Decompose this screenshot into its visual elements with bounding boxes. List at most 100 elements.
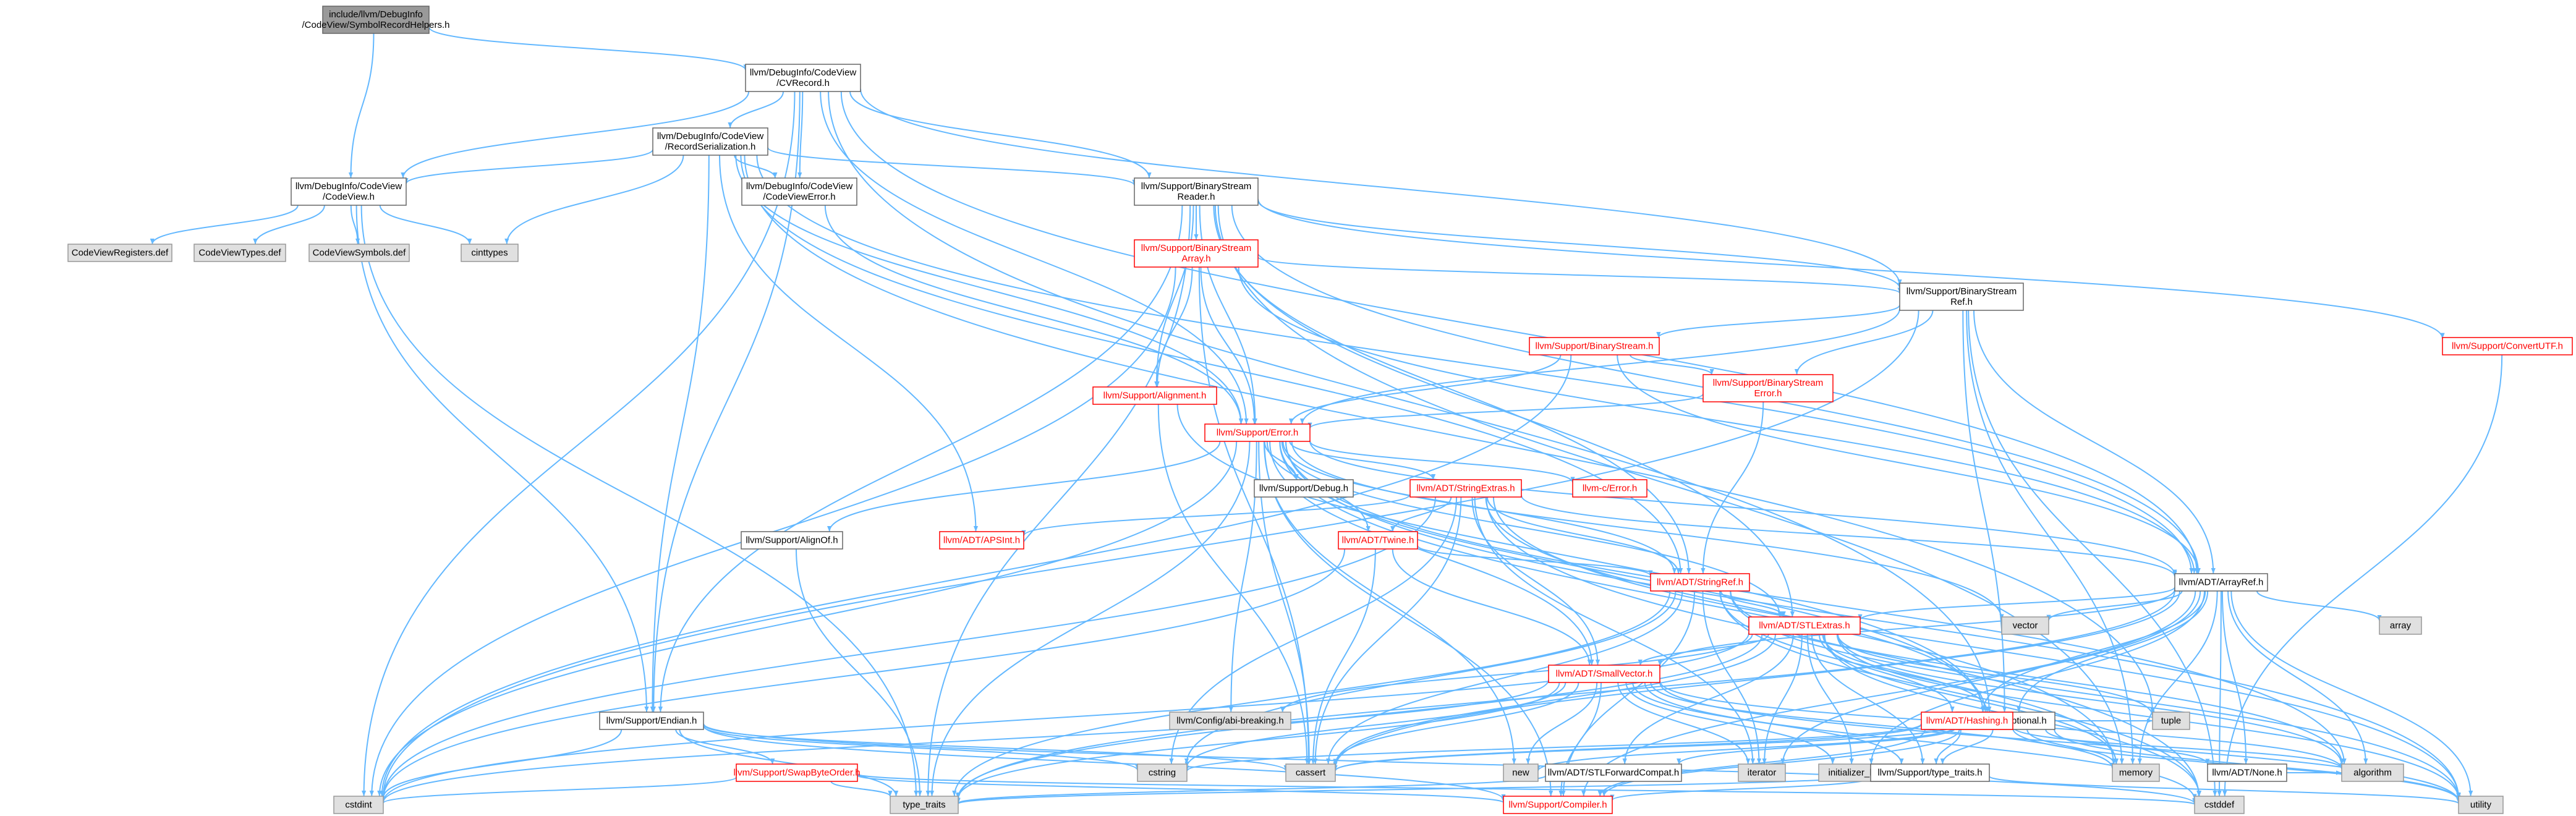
node-debug[interactable]: llvm/Support/Debug.h [1254, 479, 1354, 498]
edge-bsarray-to-alignment [1155, 266, 1193, 388]
node-swapbyte[interactable]: llvm/Support/SwapByteOrder.h [733, 763, 861, 782]
edge-cvrecord-to-cstdint [362, 91, 796, 797]
node-label-stringref-0: llvm/ADT/StringRef.h [1657, 577, 1743, 588]
node-none[interactable]: llvm/ADT/None.h [2207, 763, 2287, 782]
edge-endian-to-compiler [703, 725, 1506, 801]
edge-codeview-to-cvtypes [253, 205, 325, 245]
edge-alignment-to-optional [1176, 404, 1985, 713]
edge-error-to-algorithm [1285, 441, 2347, 765]
node-box-stlextras [1748, 616, 1861, 635]
edge-arrayref-to-none [2221, 590, 2248, 765]
edge-stlextras-to-cstdint [381, 632, 1749, 802]
node-smallvector[interactable]: llvm/ADT/SmallVector.h [1548, 665, 1660, 683]
node-typetraits[interactable]: llvm/Support/type_traits.h [1870, 763, 1990, 782]
node-label-apsint-0: llvm/ADT/APSInt.h [943, 535, 1020, 546]
node-stringextras[interactable]: llvm/ADT/StringExtras.h [1409, 479, 1522, 498]
edge-arrayref-to-cassert [1333, 590, 2180, 768]
node-convertutf[interactable]: llvm/Support/ConvertUTF.h [2442, 337, 2573, 355]
node-endian[interactable]: llvm/Support/Endian.h [599, 712, 704, 730]
node-recordser[interactable]: llvm/DebugInfo/CodeView/RecordSerializat… [652, 127, 768, 156]
node-box-twine [1338, 531, 1418, 550]
edge-error-to-alignof [827, 441, 1221, 532]
edge-recordser-to-arrayref [756, 155, 2194, 574]
edge-error-to-stlextras [1281, 441, 1782, 618]
node-array: array [2379, 616, 2422, 635]
node-twine[interactable]: llvm/ADT/Twine.h [1338, 531, 1418, 550]
node-alignment[interactable]: llvm/Support/Alignment.h [1092, 386, 1217, 405]
node-box-apsint [939, 531, 1024, 550]
node-box-std_type_traits [890, 796, 959, 814]
edge-smallvector-to-cstdint [381, 679, 1549, 802]
node-arrayref[interactable]: llvm/ADT/ArrayRef.h [2174, 573, 2268, 592]
node-label-tuple-0: tuple [2161, 716, 2182, 726]
node-label-cvtypes-0: CodeViewTypes.def [198, 248, 281, 258]
node-cvrecord[interactable]: llvm/DebugInfo/CodeView/CVRecord.h [745, 64, 861, 92]
edge-error-to-new [1263, 441, 1516, 765]
edge-stlextras-to-iterator [1762, 634, 1803, 765]
node-compiler[interactable]: llvm/Support/Compiler.h [1503, 796, 1613, 814]
edge-twine-to-stringref [1417, 545, 1653, 577]
node-label-stlextras-0: llvm/ADT/STLExtras.h [1759, 621, 1850, 631]
edge-bs-to-arrayref [1617, 354, 2201, 574]
node-hashing[interactable]: llvm/ADT/Hashing.h [1921, 712, 2013, 730]
node-box-array [2379, 616, 2422, 635]
node-stringref[interactable]: llvm/ADT/StringRef.h [1650, 573, 1750, 592]
edge-swapbyte-to-cstddef [857, 773, 2196, 805]
edge-twine-to-cassert [1311, 548, 1376, 765]
edge-error-to-utility [1285, 441, 2461, 799]
node-box-error [1204, 423, 1311, 442]
node-memory: memory [2112, 763, 2160, 782]
edge-stringextras-to-cstdint [381, 496, 1436, 798]
edge-recordser-to-codeview [404, 149, 653, 184]
edge-stlextras-to-utility [1836, 634, 2461, 799]
node-box-cvregs [67, 244, 172, 262]
node-cerror[interactable]: llvm-c/Error.h [1572, 479, 1647, 498]
edge-bsref-to-cstdint [381, 310, 1919, 797]
node-label-cvrecord-1: /CVRecord.h [776, 78, 830, 88]
edge-bsreader-to-bsref [1257, 200, 1902, 289]
edge-root-to-cvrecord [428, 27, 748, 70]
node-std_type_traits: type_traits [890, 796, 959, 814]
node-label-error-0: llvm/Support/Error.h [1217, 428, 1299, 438]
node-stlextras[interactable]: llvm/ADT/STLExtras.h [1748, 616, 1861, 635]
edge-error-to-memory [1279, 441, 2116, 765]
node-codeview[interactable]: llvm/DebugInfo/CodeView/CodeView.h [291, 177, 407, 206]
node-label-alignment-0: llvm/Support/Alignment.h [1103, 391, 1207, 401]
node-box-cvsyms [308, 244, 410, 262]
node-apsint[interactable]: llvm/ADT/APSInt.h [939, 531, 1024, 550]
node-box-bsref [1899, 283, 2024, 311]
edge-stringref-to-std_type_traits [952, 590, 1671, 797]
node-root[interactable]: include/llvm/DebugInfo/CodeView/SymbolRe… [302, 6, 450, 34]
node-bs[interactable]: llvm/Support/BinaryStream.h [1529, 337, 1660, 355]
edge-arrayref-to-hashing [1981, 590, 2206, 713]
node-label-recordser-1: /RecordSerialization.h [665, 142, 756, 152]
node-stlforward[interactable]: llvm/ADT/STLForwardCompat.h [1545, 763, 1682, 782]
edge-error-to-arrayref [1309, 441, 2177, 576]
edge-arrayref-to-array [2256, 590, 2382, 621]
node-error[interactable]: llvm/Support/Error.h [1204, 423, 1311, 442]
node-label-cvrecord-0: llvm/DebugInfo/CodeView [750, 67, 856, 78]
node-tuple: tuple [2152, 712, 2190, 730]
edge-optional-to-none [2045, 729, 2210, 765]
edge-endian-to-cstring [703, 726, 1140, 771]
node-box-configabi [1169, 712, 1291, 730]
node-alignof[interactable]: llvm/Support/AlignOf.h [741, 531, 843, 550]
node-cverror[interactable]: llvm/DebugInfo/CodeView/CodeViewError.h [741, 177, 857, 206]
edge-bsref-to-optional [1962, 310, 2007, 713]
node-box-stlforward [1545, 763, 1682, 782]
edge-stlextras-to-memory [1823, 634, 2119, 765]
node-box-tuple [2152, 712, 2190, 730]
edge-optional-to-memory [2026, 729, 2117, 765]
node-label-cvsyms-0: CodeViewSymbols.def [313, 248, 406, 258]
edge-bsref-to-error [1299, 308, 1900, 425]
edge-arrayref-to-algorithm [2227, 590, 2368, 765]
edge-arrayref-to-stlextras [1858, 586, 2175, 621]
node-box-bsarray [1134, 239, 1259, 268]
edge-cvrecord-to-optional [828, 91, 1992, 713]
node-box-vector [2001, 616, 2049, 635]
edge-stringextras-to-smallvector [1471, 496, 1600, 666]
